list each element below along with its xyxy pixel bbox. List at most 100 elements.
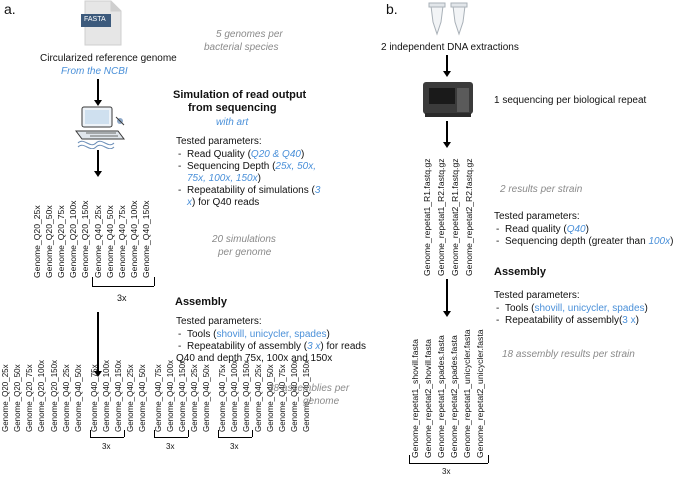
asm-label: Genome_Q40_150x — [114, 359, 123, 432]
sim-tool: with art — [216, 117, 249, 128]
sim-rep-label: 3x — [117, 293, 127, 303]
sim-label: Genome_Q40_50x — [105, 205, 115, 278]
asm-title-b: Assembly — [494, 266, 546, 278]
arrow-reads-to-asm-b — [443, 279, 450, 317]
asm-tested-params-heading-a: Tested parameters: — [176, 316, 262, 327]
asm-b-note: 18 assembly results per strain — [502, 349, 635, 360]
asm-bracket-1 — [90, 437, 124, 438]
sim-title-1: Simulation of read output — [173, 89, 307, 101]
asm-label: Genome_Q40_50x — [202, 364, 211, 432]
sim-note-2: per genome — [218, 247, 272, 258]
read-label: Genome_repetat1_R1.fastq.gz — [422, 158, 432, 276]
sim-bracket-left — [92, 277, 93, 286]
fasta-icon-label: FASTA — [84, 16, 106, 23]
asm-note-2: genome — [303, 396, 340, 407]
asm-label: Genome_Q20_75x — [25, 364, 34, 432]
sim-param-repeat: Repeatability of simulations (3x) for Q4… — [176, 185, 320, 209]
arrow-extract-to-seq — [443, 55, 450, 77]
asm-b-label: Genome_repetat2_spades.fasta — [449, 335, 459, 458]
asm-label: Genome_Q40_100x — [166, 359, 175, 432]
asm-b-label: Genome_repetat1_shovill.fasta — [410, 339, 420, 458]
sim-label: Genome_Q20_100x — [68, 200, 78, 278]
sim-bracket — [92, 286, 154, 287]
asm-tested-params-heading-b: Tested parameters: — [494, 290, 580, 301]
asm-param-repeat: Repeatability of assembly (3 x) for read… — [176, 341, 366, 353]
seq-repeat-text: 1 sequencing per biological repeat — [494, 95, 647, 106]
ref-genome-text: Circularized reference genome — [40, 53, 177, 64]
asm-label: Genome_Q20_50x — [13, 364, 22, 432]
asm-bracket-3-right — [252, 430, 253, 437]
asm-rep-1: 3x — [102, 442, 111, 451]
asm-b-label: Genome_repetat1_spades.fasta — [436, 335, 446, 458]
sim-title-2: from sequencing — [188, 102, 277, 114]
sim-label: Genome_Q40_150x — [141, 200, 151, 278]
asm-label: Genome_Q40_75x — [90, 364, 99, 432]
asm-label: Genome_Q40_25x — [254, 364, 263, 432]
panel-b-label: b. — [386, 1, 398, 17]
sequencer-icon — [421, 78, 477, 118]
asm-bracket-1-right — [124, 430, 125, 437]
asm-label: Genome_Q20_150x — [50, 359, 59, 432]
asm-b-label: Genome_repetat2_unicycler.fasta — [475, 329, 485, 458]
asm-params-list-b: Tools (shovill, unicycler, spades) Repea… — [494, 303, 648, 327]
asm-bracket-2-right — [188, 430, 189, 437]
asm-label: Genome_Q40_100x — [290, 359, 299, 432]
asm-label: Genome_Q40_75x — [278, 364, 287, 432]
sim-label: Genome_Q20_75x — [56, 205, 66, 278]
asm-title-a: Assembly — [175, 296, 227, 308]
asm-param-tools: Tools (shovill, unicycler, spades) — [176, 329, 366, 341]
arrow-sim-to-reads — [94, 150, 101, 177]
sim-bracket-right — [154, 277, 155, 286]
asm-label: Genome_Q40_150x — [242, 359, 251, 432]
asm-bracket-3 — [218, 437, 252, 438]
asm-label: Genome_Q40_150x — [178, 359, 187, 432]
sim-label: Genome_Q20_25x — [32, 205, 42, 278]
asm-label: Genome_Q40_50x — [74, 364, 83, 432]
asm-label: Genome_Q40_25x — [190, 364, 199, 432]
seq-param-depth: Sequencing depth (greater than 100x) — [494, 236, 673, 248]
asm-b-label: Genome_repetat2_shovill.fasta — [423, 339, 433, 458]
results-note: 2 results per strain — [500, 184, 583, 195]
asm-note-1: 38 assemblies per — [268, 383, 350, 394]
asm-b-rep: 3x — [442, 467, 451, 476]
asm-b-bracket-left — [409, 455, 410, 463]
asm-bracket-2 — [154, 437, 188, 438]
read-label: Genome_repetat2_R1.fastq.gz — [450, 158, 460, 276]
seq-param-quality: Read quality (Q40) — [494, 224, 673, 236]
asm-bracket-2-left — [154, 430, 155, 437]
sim-label: Genome_Q40_100x — [129, 200, 139, 278]
asm-param-depth: Q40 and depth 75x, 100x and 150x — [176, 353, 333, 364]
genomes-note-1: 5 genomes per — [216, 29, 283, 40]
asm-label: Genome_Q20_100x — [37, 359, 46, 432]
dna-extraction-text: 2 independent DNA extractions — [381, 42, 519, 53]
laptop-simulation-icon — [72, 103, 128, 150]
sim-tested-params-heading: Tested parameters: — [176, 136, 262, 147]
asm-label: Genome_Q40_25x — [126, 364, 135, 432]
asm-label: Genome_Q40_50x — [138, 364, 147, 432]
ref-source-text: From the NCBI — [61, 66, 128, 77]
asm-bracket-3-left — [218, 430, 219, 437]
read-label: Genome_repetat2_R2.fastq.gz — [464, 158, 474, 276]
sim-note-1: 20 simulations — [212, 234, 276, 245]
panel-a-label: a. — [4, 1, 16, 17]
asm-b-bracket — [409, 463, 488, 464]
asm-label: Genome_Q40_100x — [102, 359, 111, 432]
sim-label: Genome_Q40_75x — [117, 205, 127, 278]
asm-label: Genome_Q40_50x — [266, 364, 275, 432]
sim-param-quality: Read Quality (Q20 & Q40) — [176, 149, 320, 161]
arrow-ref-to-sim — [94, 79, 101, 106]
asm-b-label: Genome_repetat1_unicycler.fasta — [462, 329, 472, 458]
seq-tested-params-heading: Tested parameters: — [494, 211, 580, 222]
asm-b-param-tools: Tools (shovill, unicycler, spades) — [494, 303, 648, 315]
arrow-seq-to-reads — [443, 121, 450, 148]
asm-rep-2: 3x — [166, 442, 175, 451]
asm-label: Genome_Q40_100x — [230, 359, 239, 432]
asm-label: Genome_Q20_25x — [1, 364, 10, 432]
read-label: Genome_repetat1_R2.fastq.gz — [436, 158, 446, 276]
dna-tubes-icon — [417, 0, 477, 38]
sim-param-depth: Sequencing Depth (25x, 50x,75x, 100x, 15… — [176, 161, 320, 185]
asm-label: Genome_Q40_75x — [154, 364, 163, 432]
asm-b-bracket-right — [488, 455, 489, 463]
asm-params-list-a: Tools (shovill, unicycler, spades) Repea… — [176, 329, 366, 365]
arrow-reads-to-assembly — [94, 312, 101, 377]
